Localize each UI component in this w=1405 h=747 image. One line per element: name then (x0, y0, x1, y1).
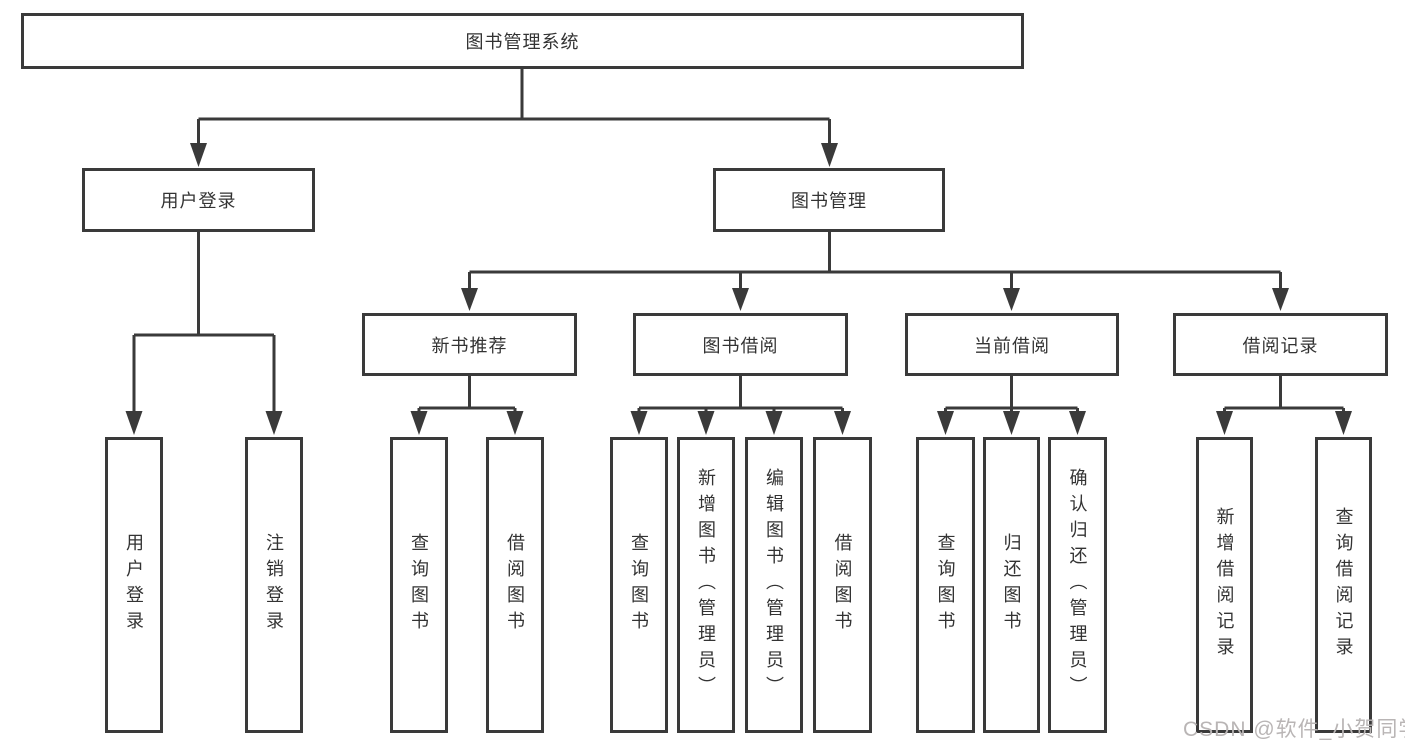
node-new-book-recommend: 新书推荐 (362, 313, 577, 376)
leaf-add-borrow-record-label: 新增借阅记录 (1214, 507, 1235, 663)
leaf-query-borrow-record-label: 查询借阅记录 (1333, 507, 1354, 663)
node-current-borrow-label: 当前借阅 (974, 335, 1050, 356)
leaf-borrow-books-recommend-label: 借阅图书 (505, 533, 525, 637)
arrowheads (125, 143, 1352, 435)
leaf-logout: 注销登录 (245, 437, 303, 733)
leaf-query-books-recommend-label: 查询图书 (409, 533, 429, 637)
node-borrow-records-label: 借阅记录 (1242, 335, 1319, 356)
leaf-query-books-current: 查询图书 (916, 437, 975, 733)
leaf-logout-label: 注销登录 (264, 533, 284, 637)
node-user-login: 用户登录 (82, 168, 315, 232)
node-user-login-label: 用户登录 (160, 191, 237, 211)
csdn-watermark: CSDN @软件_小贺同学 (1183, 718, 1405, 741)
leaf-query-books-borrow: 查询图书 (610, 437, 668, 733)
node-book-borrow-label: 图书借阅 (702, 335, 779, 356)
leaf-borrow-books-label: 借阅图书 (832, 533, 853, 637)
leaf-add-borrow-record: 新增借阅记录 (1196, 437, 1253, 733)
node-book-borrow: 图书借阅 (633, 313, 848, 376)
node-book-management: 图书管理 (713, 168, 945, 232)
leaf-return-books: 归还图书 (983, 437, 1040, 733)
node-book-management-label: 图书管理 (791, 191, 867, 211)
leaf-query-books-current-label: 查询图书 (935, 533, 956, 637)
leaf-add-books-admin: 新增图书（管理员） (677, 437, 735, 733)
leaf-query-books-recommend: 查询图书 (390, 437, 448, 733)
leaf-edit-books-admin-label: 编辑图书（管理员） (764, 468, 784, 702)
node-root: 图书管理系统 (21, 13, 1024, 69)
leaf-user-login-label: 用户登录 (124, 533, 144, 637)
leaf-borrow-books-recommend: 借阅图书 (486, 437, 544, 733)
leaf-query-borrow-record: 查询借阅记录 (1315, 437, 1372, 733)
leaf-return-books-label: 归还图书 (1001, 533, 1022, 637)
node-current-borrow: 当前借阅 (905, 313, 1119, 376)
leaf-borrow-books: 借阅图书 (813, 437, 872, 733)
node-root-label: 图书管理系统 (465, 32, 580, 52)
leaf-query-books-borrow-label: 查询图书 (629, 533, 649, 637)
leaf-confirm-return-admin-label: 确认归还（管理员） (1067, 468, 1088, 702)
node-borrow-records: 借阅记录 (1173, 313, 1388, 376)
leaf-confirm-return-admin: 确认归还（管理员） (1048, 437, 1107, 733)
node-new-book-recommend-label: 新书推荐 (431, 335, 508, 356)
leaf-add-books-admin-label: 新增图书（管理员） (696, 468, 716, 702)
leaf-user-login: 用户登录 (105, 437, 163, 733)
leaf-edit-books-admin: 编辑图书（管理员） (745, 437, 803, 733)
